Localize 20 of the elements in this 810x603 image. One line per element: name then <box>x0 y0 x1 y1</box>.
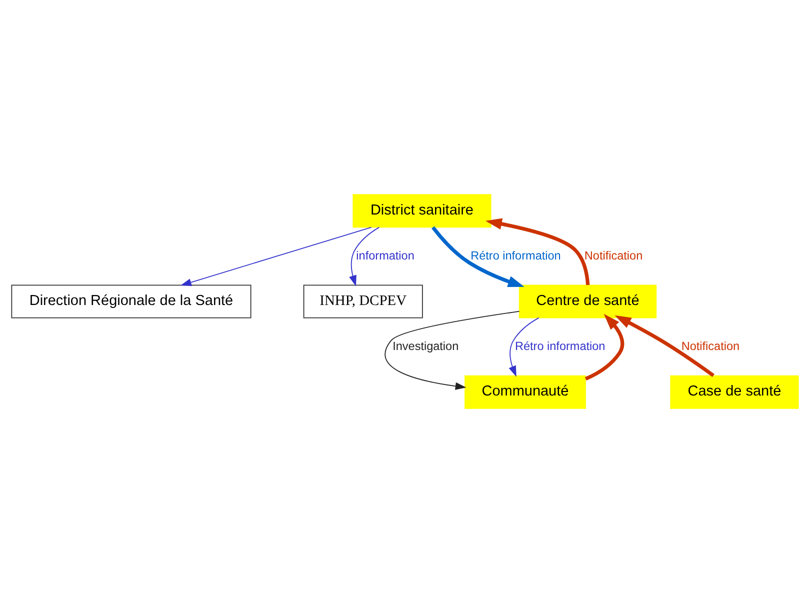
node-box: Direction Régionale de la Santé <box>11 284 252 318</box>
edge-label: Notification <box>584 249 643 262</box>
node-box: Communauté <box>464 375 586 409</box>
node-box: INHP, DCPEV <box>303 284 423 318</box>
node-box: District sanitaire <box>352 194 492 228</box>
arrow <box>614 315 714 378</box>
node-box: Case de santé <box>670 375 799 409</box>
edge-label: information <box>356 249 414 262</box>
arrow <box>180 226 372 286</box>
arrow <box>485 218 590 286</box>
edge-label: Rétro information <box>470 249 561 262</box>
arrow <box>508 317 540 377</box>
arrow <box>432 226 524 288</box>
arrow <box>349 226 380 286</box>
edge-label: Rétro information <box>514 340 606 353</box>
node-box: Centre de santé <box>518 284 657 318</box>
edge-label: Notification <box>681 340 740 353</box>
edge-label: Investigation <box>392 340 459 353</box>
arrow <box>384 310 520 390</box>
arrow <box>584 314 624 380</box>
